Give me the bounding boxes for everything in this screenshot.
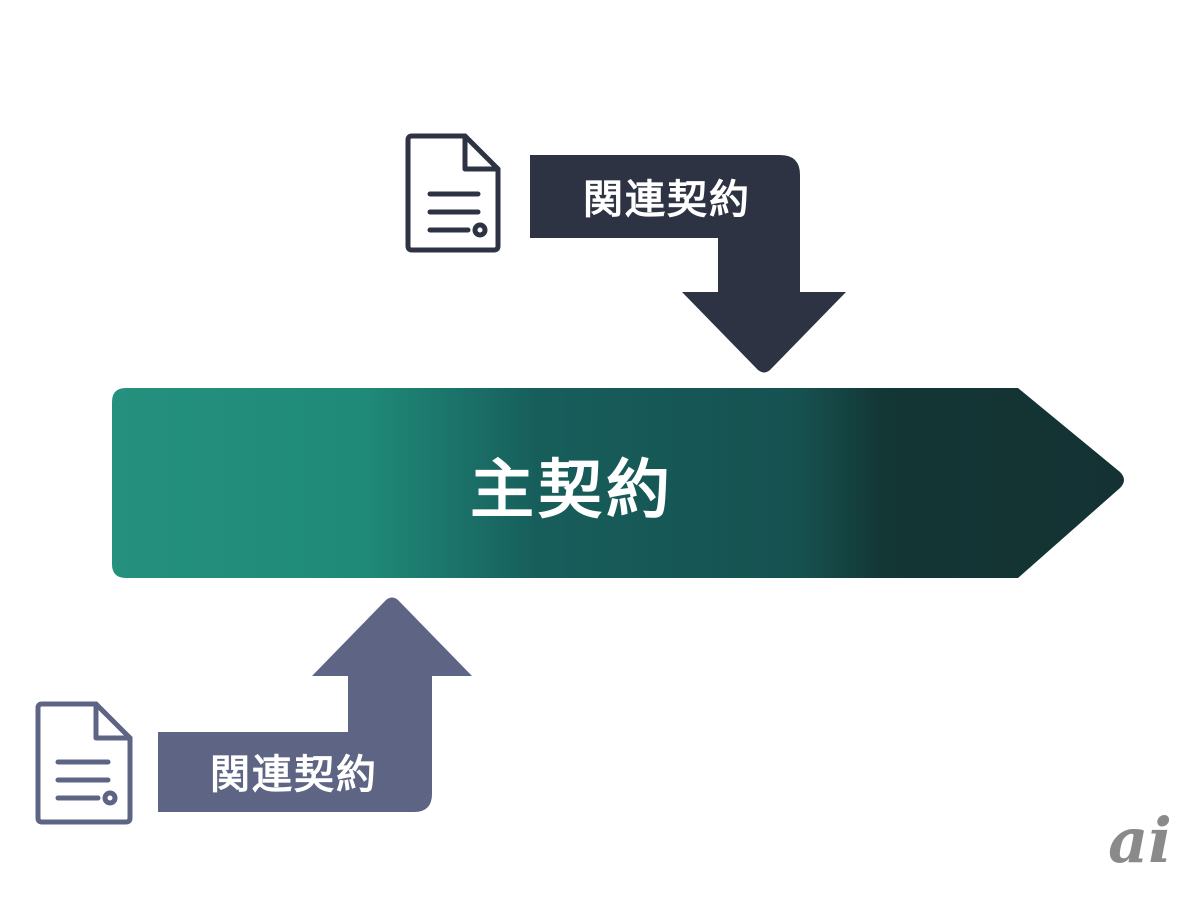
main-contract-arrow: 主契約	[112, 388, 1124, 578]
related-contract-bottom: 関連契約	[35, 597, 472, 825]
related-contract-top-label: 関連契約	[583, 177, 751, 223]
document-icon	[35, 701, 133, 825]
site-logo: ai	[1108, 804, 1172, 877]
main-contract-arrow-shape	[112, 388, 1124, 578]
related-contract-top-arrow	[530, 155, 846, 373]
related-contract-bottom-label: 関連契約	[210, 752, 378, 798]
main-contract-label: 主契約	[470, 454, 674, 528]
related-contract-bottom-arrow	[158, 597, 472, 812]
logo-text: ai	[1108, 804, 1172, 877]
related-contract-top: 関連契約	[405, 133, 846, 373]
document-icon	[405, 133, 501, 253]
